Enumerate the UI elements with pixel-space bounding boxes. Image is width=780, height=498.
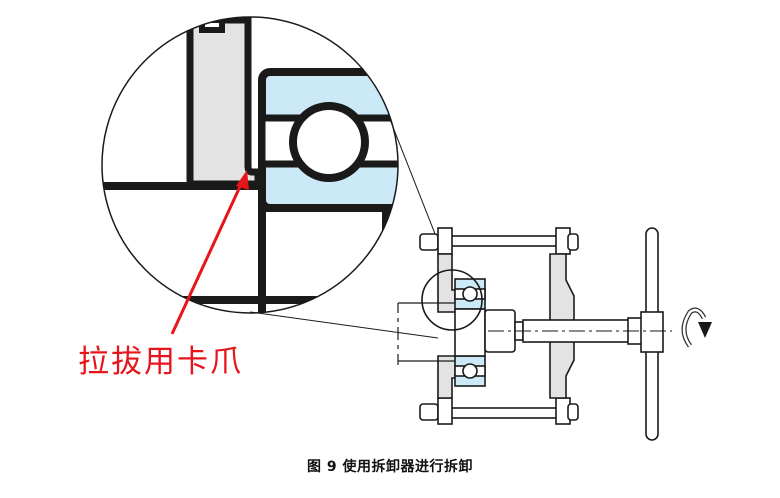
magnified-detail	[101, 16, 399, 314]
detail-marker-circle	[421, 269, 483, 331]
callout-arrow	[170, 170, 249, 335]
figure-caption: 图 9 使用拆卸器进行拆卸	[307, 459, 473, 475]
shaft-outline	[397, 302, 455, 365]
rotation-arrow-icon	[681, 307, 712, 348]
callout-label-puller-claw: 拉拔用卡爪	[78, 344, 243, 380]
puller-assembly	[419, 227, 664, 441]
leader-line	[249, 311, 439, 339]
